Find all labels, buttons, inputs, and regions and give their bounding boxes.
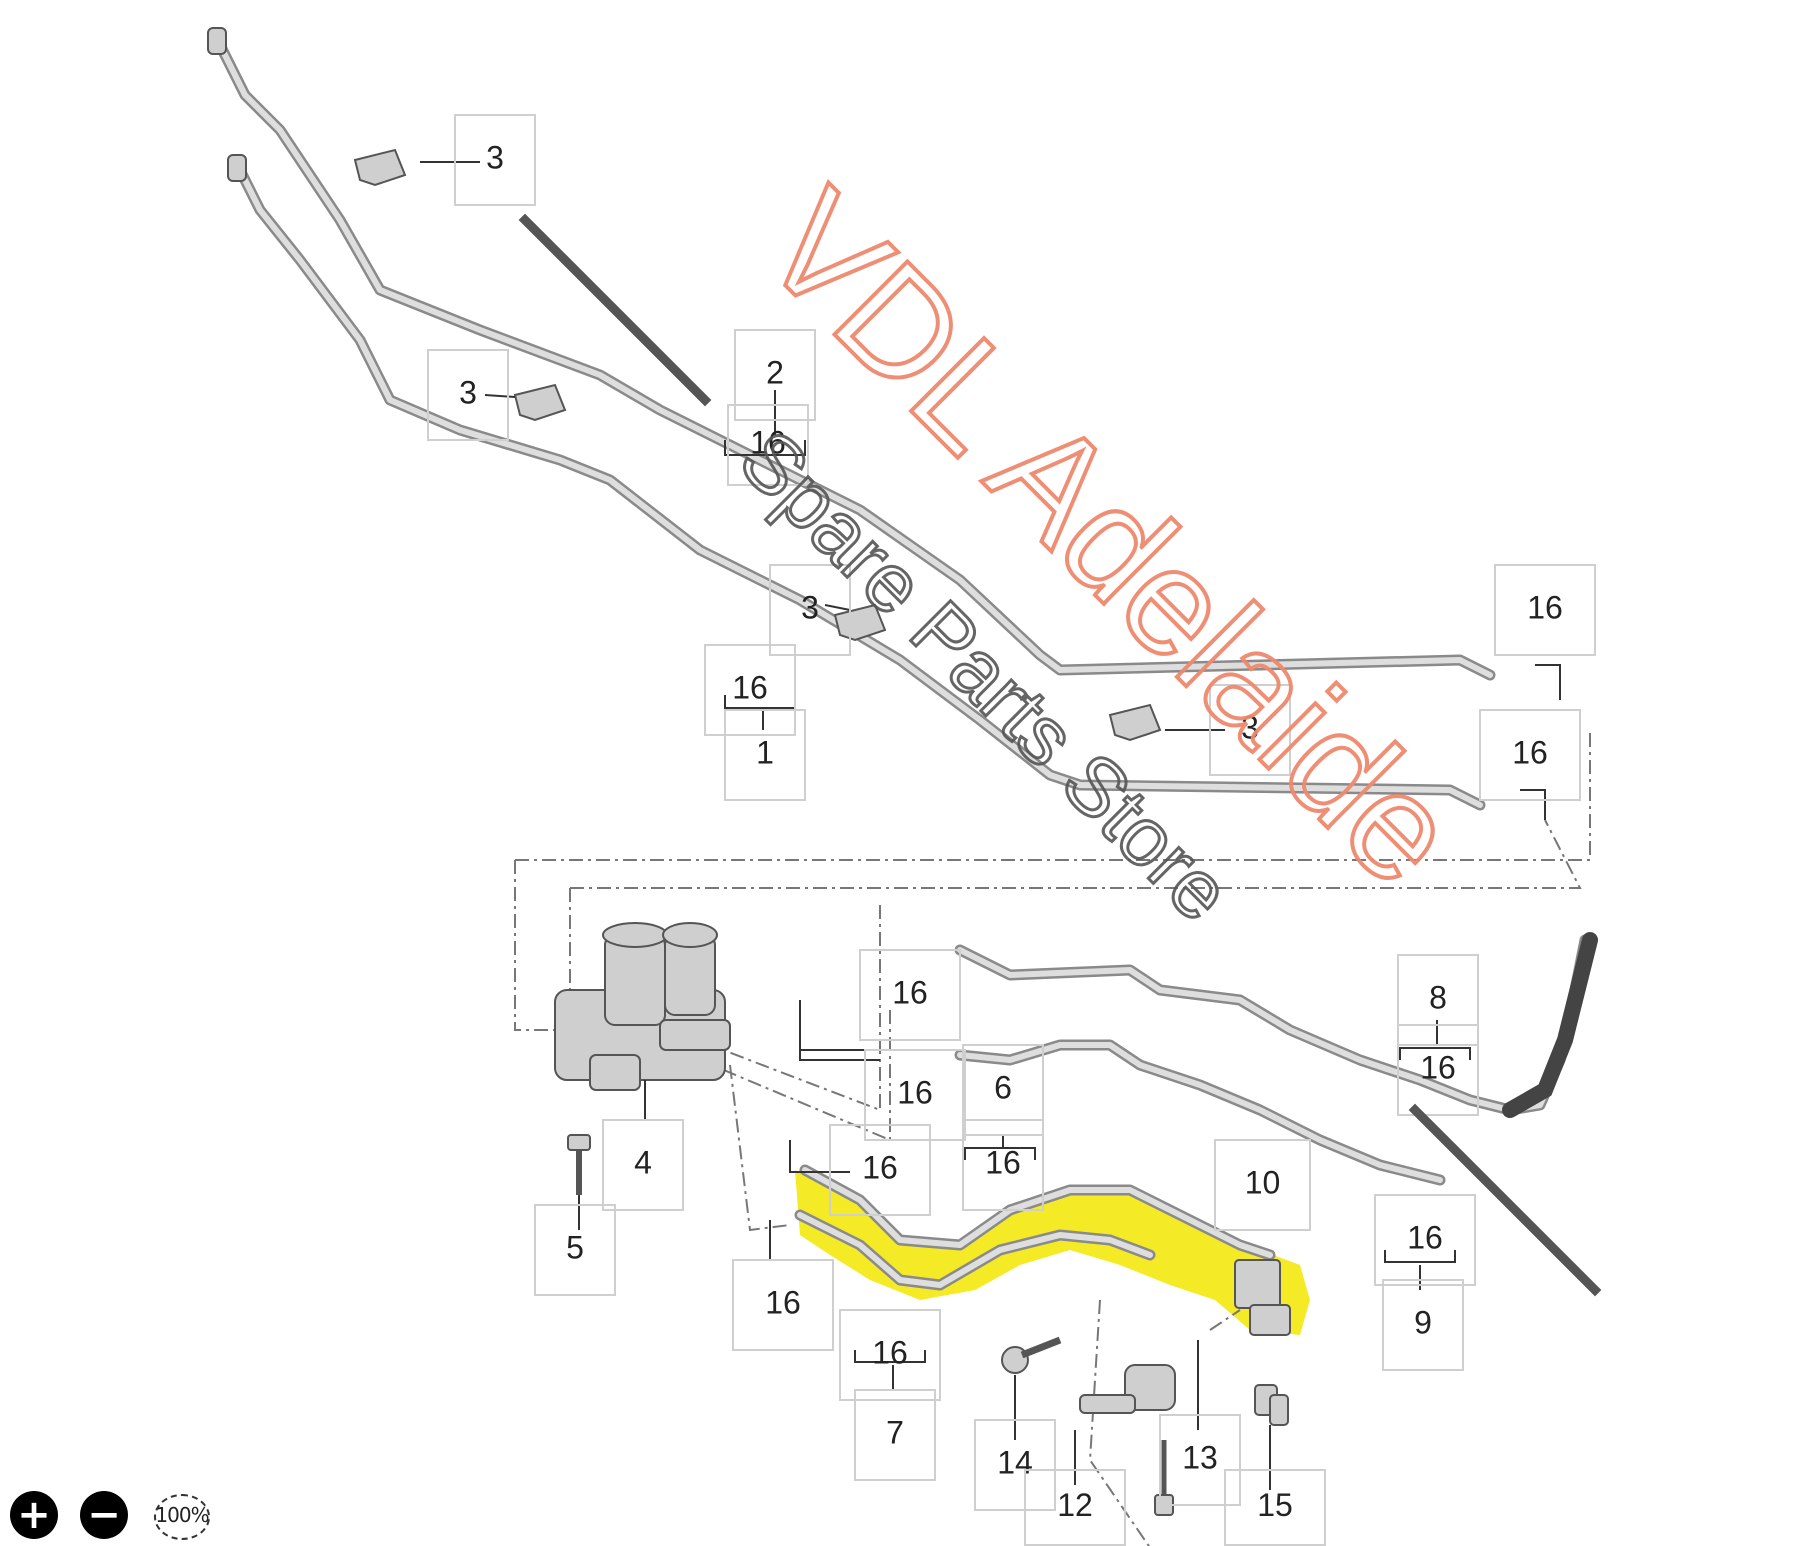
callout-box[interactable] bbox=[839, 1309, 941, 1401]
watermark-slash-bottom bbox=[1408, 1103, 1602, 1297]
zoom-level-label: 100% bbox=[155, 1503, 209, 1527]
callout-box[interactable] bbox=[962, 1119, 1044, 1211]
callout-label[interactable]: 16 bbox=[862, 1149, 898, 1185]
callout-label[interactable]: 3 bbox=[801, 589, 819, 625]
connection-line bbox=[729, 1064, 791, 1232]
callout-label[interactable]: 16 bbox=[892, 974, 928, 1010]
callout-box[interactable] bbox=[734, 329, 816, 421]
connection-line bbox=[709, 905, 881, 1112]
callouts: 3 3 2 16 3 16 1 16 3 16 4 5 16 16 16 6 16 16 16 7 8 16 10 16 9 14… bbox=[427, 114, 1596, 1546]
callout-label[interactable]: 2 bbox=[766, 354, 784, 390]
bolt-5 bbox=[567, 1134, 591, 1195]
callout-label[interactable]: 16 bbox=[1420, 1049, 1456, 1085]
callout-box[interactable] bbox=[1494, 564, 1596, 656]
highlighted-part-10[interactable] bbox=[795, 1170, 1310, 1335]
callout-label[interactable]: 3 bbox=[486, 139, 504, 175]
callout-box[interactable] bbox=[704, 644, 796, 736]
mounting-clip bbox=[833, 603, 887, 642]
callout-label[interactable]: 15 bbox=[1257, 1487, 1293, 1523]
callout-label[interactable]: 1 bbox=[756, 734, 774, 770]
callout-box[interactable] bbox=[732, 1259, 834, 1351]
upper-pipe-a bbox=[209, 29, 1496, 681]
mounting-clip bbox=[1108, 703, 1162, 742]
distribution-block-10 bbox=[1234, 1259, 1291, 1336]
callout-label[interactable]: 16 bbox=[872, 1334, 908, 1370]
lower-pipe-b bbox=[954, 1039, 1446, 1186]
callout-box[interactable] bbox=[1209, 684, 1291, 776]
callout-box[interactable] bbox=[454, 114, 536, 206]
watermark-slash-top bbox=[518, 213, 712, 407]
callout-label[interactable]: 16 bbox=[1512, 734, 1548, 770]
mounting-clip bbox=[513, 383, 567, 422]
callout-label[interactable]: 10 bbox=[1245, 1164, 1281, 1200]
pipe-end-fitting-a bbox=[207, 27, 227, 55]
callout-label[interactable]: 6 bbox=[994, 1069, 1012, 1105]
callout-label[interactable]: 8 bbox=[1429, 979, 1447, 1015]
bolt-14 bbox=[1001, 1336, 1062, 1374]
watermark: VDL Adelaide Spare Parts Store bbox=[518, 157, 1602, 1297]
callout-label[interactable]: 9 bbox=[1414, 1304, 1432, 1340]
callout-box[interactable] bbox=[769, 564, 851, 656]
callout-label[interactable]: 16 bbox=[1527, 589, 1563, 625]
lower-pipe-d bbox=[794, 1209, 1156, 1291]
callout-box[interactable] bbox=[1397, 954, 1479, 1046]
callout-label[interactable]: 16 bbox=[765, 1284, 801, 1320]
lower-pipe-a bbox=[954, 934, 1591, 1116]
callout-box[interactable] bbox=[859, 949, 961, 1041]
sensor-13 bbox=[1079, 1364, 1176, 1414]
callout-label[interactable]: 14 bbox=[997, 1444, 1033, 1480]
callout-box[interactable] bbox=[1374, 1194, 1476, 1286]
callout-box[interactable] bbox=[724, 709, 806, 801]
callout-label[interactable]: 16 bbox=[732, 669, 768, 705]
lower-pipe-c bbox=[799, 1164, 1276, 1261]
valve-block-4 bbox=[554, 922, 731, 1091]
zoom-reset-button[interactable]: 100% bbox=[150, 1490, 214, 1540]
callout-box[interactable] bbox=[974, 1419, 1056, 1511]
callout-box[interactable] bbox=[1214, 1139, 1311, 1231]
flex-hose bbox=[1502, 932, 1598, 1118]
callout-box[interactable] bbox=[854, 1389, 936, 1481]
callout-box[interactable] bbox=[1024, 1469, 1126, 1546]
callout-box[interactable] bbox=[1382, 1279, 1464, 1371]
callout-box[interactable] bbox=[1397, 1024, 1479, 1116]
pipe-end-fitting-b bbox=[227, 154, 247, 182]
callout-label[interactable]: 16 bbox=[985, 1144, 1021, 1180]
callout-box[interactable] bbox=[602, 1119, 684, 1211]
callout-label[interactable]: 12 bbox=[1057, 1487, 1093, 1523]
mounting-clip bbox=[353, 148, 407, 187]
connection-line bbox=[515, 730, 1591, 861]
fitting-15 bbox=[1254, 1384, 1289, 1426]
connection-line bbox=[514, 860, 620, 1031]
callout-label[interactable]: 3 bbox=[459, 374, 477, 410]
callout-box[interactable] bbox=[962, 1044, 1044, 1136]
connection-line bbox=[570, 819, 1582, 889]
callout-label[interactable]: 16 bbox=[750, 424, 786, 460]
zoom-out-button[interactable]: − bbox=[80, 1491, 128, 1539]
connection-line bbox=[1209, 1309, 1241, 1331]
callout-box[interactable] bbox=[1479, 709, 1581, 801]
callout-box[interactable] bbox=[864, 1049, 966, 1141]
callout-box[interactable] bbox=[829, 1124, 931, 1216]
callout-box[interactable] bbox=[1224, 1469, 1326, 1546]
upper-pipe-b bbox=[229, 154, 1486, 811]
callout-label[interactable]: 3 bbox=[1241, 709, 1259, 745]
zoom-in-button[interactable]: + bbox=[10, 1491, 58, 1539]
callout-box[interactable] bbox=[427, 349, 509, 441]
callout-label[interactable]: 16 bbox=[897, 1074, 933, 1110]
callout-label[interactable]: 13 bbox=[1182, 1439, 1218, 1475]
callout-box[interactable] bbox=[727, 404, 809, 486]
zoom-controls: + − 100% bbox=[10, 1490, 214, 1540]
callout-label[interactable]: 7 bbox=[886, 1414, 904, 1450]
callout-box[interactable] bbox=[1159, 1414, 1241, 1506]
callout-label[interactable]: 16 bbox=[1407, 1219, 1443, 1255]
bracket-12 bbox=[1154, 1440, 1174, 1516]
callout-label[interactable]: 5 bbox=[566, 1229, 584, 1265]
callout-box[interactable] bbox=[534, 1204, 616, 1296]
callout-label[interactable]: 4 bbox=[634, 1144, 652, 1180]
connection-line bbox=[1088, 1299, 1151, 1546]
